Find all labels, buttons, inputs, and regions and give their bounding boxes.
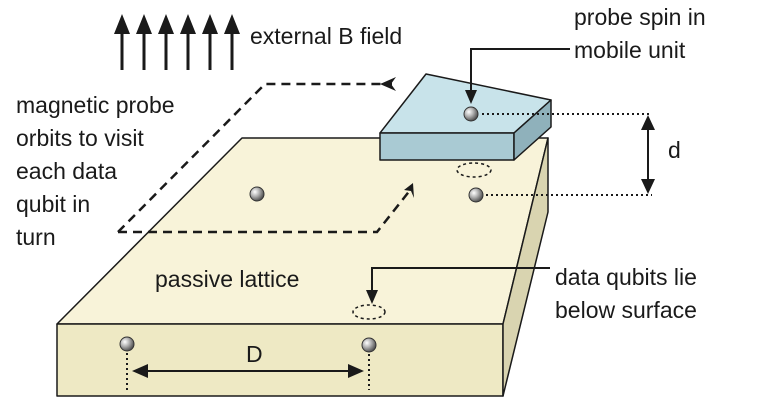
data-qubits-leader [366, 267, 550, 304]
orbit-arrowhead-top [380, 77, 396, 91]
b-field-arrow [114, 14, 130, 70]
orbit-label-line2: orbits to visit [16, 125, 144, 151]
data-qubit [468, 187, 484, 203]
probe-spin-qubit [463, 106, 479, 122]
probe-unit [379, 73, 552, 161]
probe-shadow-ellipse [456, 162, 492, 178]
b-field-arrow [180, 14, 196, 70]
data-qubit [361, 337, 377, 353]
external-field-label: external B field [250, 23, 402, 49]
lattice-label: passive lattice [155, 266, 299, 292]
distance-d-arrow [641, 115, 655, 194]
orbit-label-line5: turn [16, 224, 56, 250]
distance-D-arrow [132, 364, 364, 378]
distance-D-label: D [246, 341, 263, 367]
probe-front-face [379, 132, 515, 161]
distance-D-guides [126, 353, 370, 390]
probe-spin-label-line1: probe spin in [574, 4, 706, 30]
data-qubit [249, 186, 265, 202]
b-field-arrow [202, 14, 218, 70]
orbit-arrowhead-right [404, 183, 414, 198]
probe-orbit-path [117, 82, 412, 234]
b-field-arrow [136, 14, 152, 70]
probe-spin-label-line2: mobile unit [574, 37, 686, 63]
data-qubit [119, 336, 135, 352]
b-field-arrows [114, 14, 240, 70]
lattice-front-face [56, 323, 504, 397]
distance-d-guides [482, 113, 652, 196]
b-field-arrow [158, 14, 174, 70]
orbit-label-line1: magnetic probe [16, 92, 175, 118]
probe-side-face [513, 99, 552, 161]
data-qubits-label-line2: below surface [555, 297, 697, 323]
orbit-label-line4: qubit in [16, 191, 90, 217]
qubit-surface-ellipse [352, 304, 386, 320]
orbit-label-line3: each data [16, 158, 117, 184]
probe-spin-leader [465, 48, 570, 104]
b-field-arrow [224, 14, 240, 70]
distance-d-label: d [668, 137, 681, 163]
data-qubits-label-line1: data qubits lie [555, 264, 697, 290]
